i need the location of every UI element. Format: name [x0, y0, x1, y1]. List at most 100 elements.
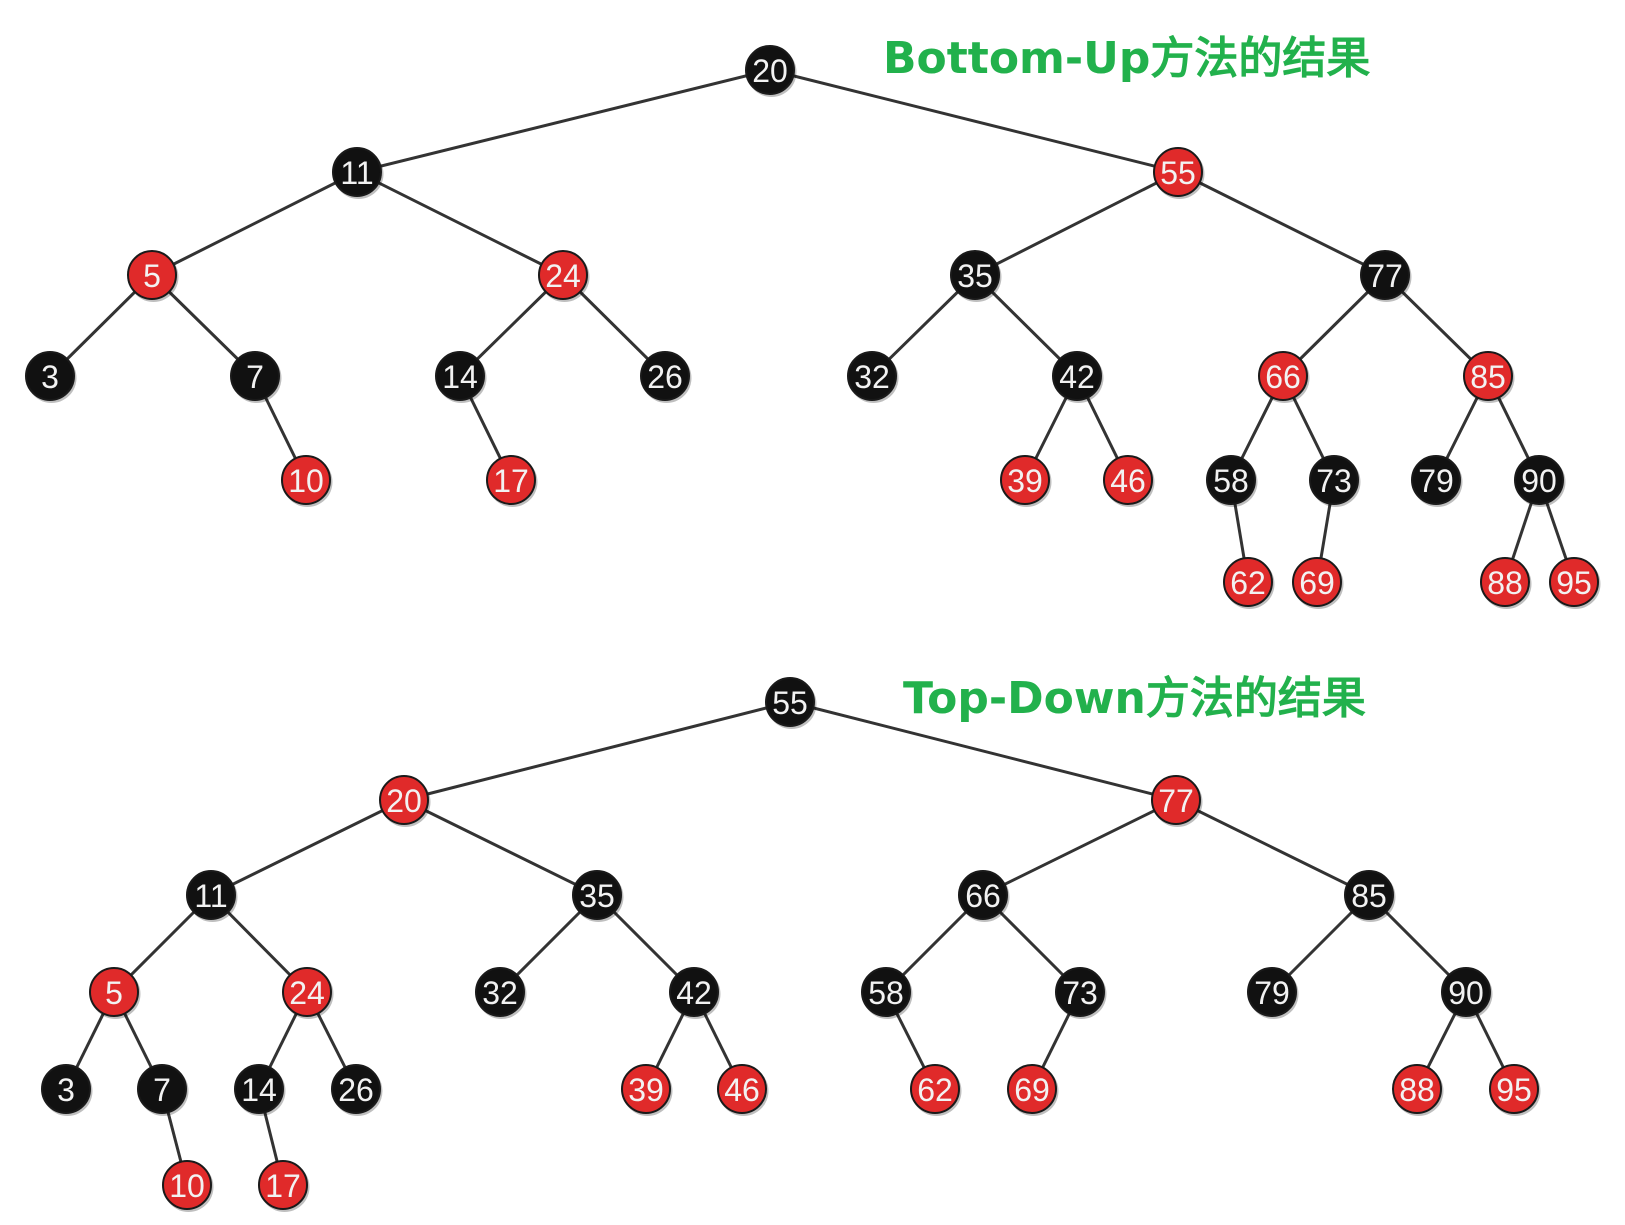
node-label: 62 — [1230, 565, 1266, 601]
tree-node-62: 62 — [910, 1064, 962, 1116]
black-node-circle — [435, 351, 485, 401]
red-node-circle — [1103, 455, 1153, 505]
red-node-circle — [127, 250, 177, 300]
node-label: 11 — [194, 878, 227, 914]
tree-node-79: 79 — [1247, 967, 1299, 1019]
black-node-circle — [234, 1064, 284, 1114]
node-label: 85 — [1351, 878, 1387, 914]
black-node-circle — [1344, 870, 1394, 920]
tree-node-62: 62 — [1223, 557, 1275, 609]
node-label: 55 — [1160, 155, 1196, 191]
red-node-circle — [717, 1064, 767, 1114]
black-node-circle — [137, 1064, 187, 1114]
node-label: 85 — [1470, 359, 1506, 395]
tree-node-42: 42 — [1052, 351, 1104, 403]
node-label: 14 — [241, 1072, 277, 1108]
node-label: 32 — [482, 975, 518, 1011]
tree-node-20: 20 — [379, 775, 431, 827]
tree-node-3: 3 — [25, 351, 77, 403]
tree-node-73: 73 — [1309, 455, 1361, 507]
node-label: 20 — [386, 783, 422, 819]
red-node-circle — [1480, 557, 1530, 607]
black-node-circle — [230, 351, 280, 401]
node-label: 3 — [57, 1072, 75, 1108]
node-label: 69 — [1014, 1072, 1050, 1108]
node-label: 35 — [579, 878, 615, 914]
tree-node-55: 55 — [765, 677, 817, 729]
black-node-circle — [25, 351, 75, 401]
red-node-circle — [1151, 775, 1201, 825]
red-node-circle — [1153, 147, 1203, 197]
tree-node-11: 11 — [186, 870, 238, 922]
node-label: 77 — [1367, 258, 1403, 294]
node-label: 90 — [1448, 975, 1484, 1011]
red-node-circle — [538, 250, 588, 300]
tree-node-7: 7 — [137, 1064, 189, 1116]
node-label: 66 — [965, 878, 1001, 914]
tree-node-10: 10 — [162, 1160, 214, 1212]
black-node-circle — [847, 351, 897, 401]
node-label: 77 — [1158, 783, 1194, 819]
tree-edge-11-5 — [151, 170, 358, 277]
black-node-circle — [640, 351, 690, 401]
tree-node-95: 95 — [1549, 557, 1601, 609]
node-label: 11 — [340, 155, 373, 191]
tree-edge-55-77 — [1177, 170, 1386, 277]
tree-node-35: 35 — [572, 870, 624, 922]
red-node-circle — [1000, 455, 1050, 505]
red-node-circle — [910, 1064, 960, 1114]
node-label: 24 — [545, 258, 581, 294]
node-label: 3 — [41, 359, 59, 395]
red-node-circle — [258, 1160, 308, 1210]
tree-edge-77-66 — [982, 798, 1177, 897]
black-node-circle — [186, 870, 236, 920]
black-node-circle — [1411, 455, 1461, 505]
black-node-circle — [331, 1064, 381, 1114]
black-node-circle — [1052, 351, 1102, 401]
black-node-circle — [572, 870, 622, 920]
node-label: 88 — [1399, 1072, 1435, 1108]
black-node-circle — [1247, 967, 1297, 1017]
black-node-circle — [1360, 250, 1410, 300]
tree-node-32: 32 — [475, 967, 527, 1019]
node-label: 5 — [143, 258, 161, 294]
tree-node-11: 11 — [332, 147, 384, 199]
tree-node-5: 5 — [89, 967, 141, 1019]
tree-node-69: 69 — [1292, 557, 1344, 609]
tree-edge-77-85 — [1175, 798, 1370, 897]
tree-node-58: 58 — [861, 967, 913, 1019]
node-label: 90 — [1521, 463, 1557, 499]
tree-node-73: 73 — [1055, 967, 1107, 1019]
node-label: 10 — [169, 1168, 205, 1204]
red-node-circle — [1392, 1064, 1442, 1114]
tree-node-90: 90 — [1441, 967, 1493, 1019]
black-node-circle — [1441, 967, 1491, 1017]
tree-node-35: 35 — [950, 250, 1002, 302]
node-label: 17 — [493, 463, 529, 499]
node-label: 46 — [724, 1072, 760, 1108]
node-label: 5 — [105, 975, 123, 1011]
node-label: 88 — [1487, 565, 1523, 601]
node-label: 42 — [676, 975, 712, 1011]
tree-node-46: 46 — [717, 1064, 769, 1116]
node-label: 20 — [752, 53, 788, 89]
red-node-circle — [1292, 557, 1342, 607]
tree-node-5: 5 — [127, 250, 179, 302]
tree-edge-11-24 — [356, 170, 564, 277]
tree-node-24: 24 — [538, 250, 590, 302]
tree-node-95: 95 — [1489, 1064, 1541, 1116]
tree-edge-55-20 — [403, 700, 791, 802]
red-node-circle — [281, 455, 331, 505]
red-node-circle — [162, 1160, 212, 1210]
tree-node-66: 66 — [958, 870, 1010, 922]
tree-node-88: 88 — [1392, 1064, 1444, 1116]
tree-node-42: 42 — [669, 967, 721, 1019]
node-label: 26 — [338, 1072, 374, 1108]
node-label: 79 — [1254, 975, 1290, 1011]
red-node-circle — [621, 1064, 671, 1114]
node-label: 24 — [289, 975, 325, 1011]
red-node-circle — [1258, 351, 1308, 401]
red-node-circle — [1007, 1064, 1057, 1114]
node-label: 14 — [442, 359, 478, 395]
